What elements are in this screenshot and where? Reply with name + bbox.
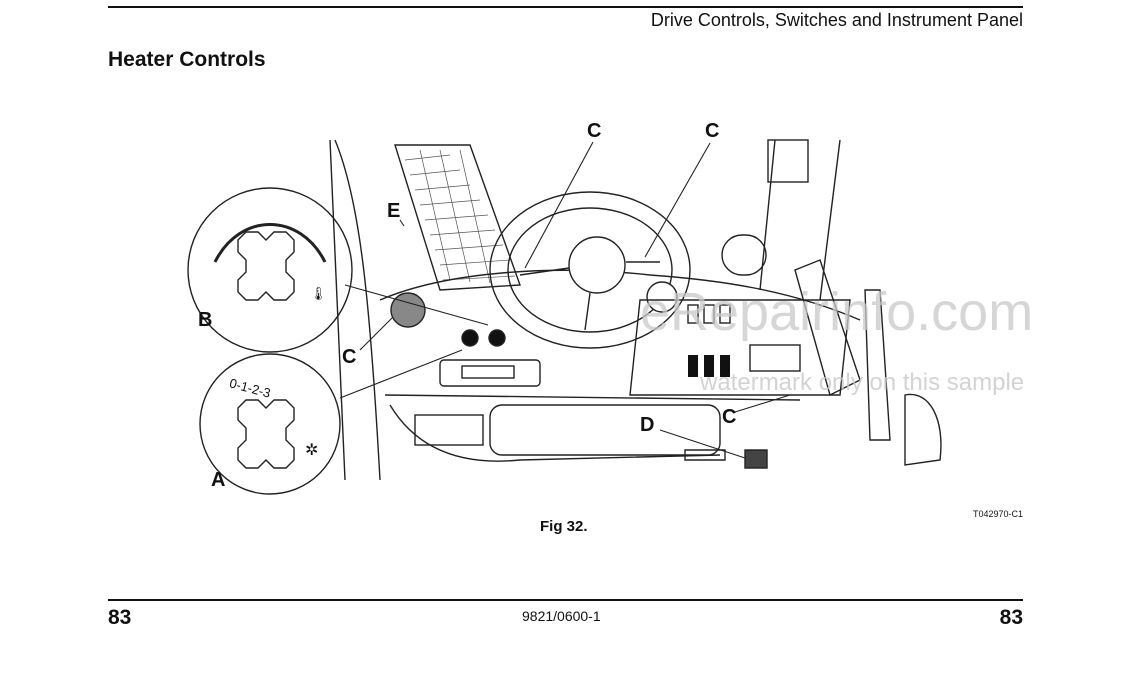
splined-knob-b — [237, 231, 295, 301]
hand-throttle-lever — [794, 259, 861, 397]
heater-knob-right — [488, 329, 506, 347]
gauge — [749, 344, 801, 372]
callout-c-left: C — [342, 346, 356, 368]
switch-d — [744, 449, 768, 469]
page-number-right: 83 — [999, 606, 1023, 629]
leader-lines — [339, 141, 791, 459]
rocker-switches — [688, 355, 730, 377]
callout-d: D — [640, 414, 654, 436]
watermark-sub: watermark only on this sample — [699, 369, 1024, 396]
heater-knob-left — [461, 329, 479, 347]
document-number: 9821/0600-1 — [522, 608, 601, 624]
heater-outlet — [390, 292, 426, 328]
bracket — [767, 139, 809, 183]
dashboard-front — [384, 394, 801, 401]
vent — [414, 414, 484, 446]
glovebox — [489, 404, 721, 456]
switch-panel — [629, 299, 851, 396]
page-heading: Heater Controls — [108, 48, 266, 71]
callout-b: B — [198, 309, 212, 331]
detail-circle-b — [187, 187, 353, 353]
dashboard-lower — [389, 404, 721, 462]
dial-a-scale: 0-1-2-3 — [228, 375, 272, 400]
splined-knob-a — [237, 399, 295, 469]
callout-c-wheel-left: C — [587, 120, 601, 142]
top-rule — [108, 6, 1023, 8]
right-frame — [819, 139, 841, 301]
page-number-left: 83 — [108, 606, 132, 629]
fan-icon: ✲ — [305, 442, 318, 459]
temperature-icon: 🌡 — [310, 286, 327, 301]
left-pillar — [329, 139, 346, 481]
right-pillar — [759, 139, 776, 291]
cup-holder — [721, 234, 767, 276]
callout-c-wheel-right: C — [705, 120, 719, 142]
figure-caption: Fig 32. — [540, 518, 588, 535]
gear-knob — [646, 281, 678, 313]
callout-e: E — [387, 200, 400, 222]
window-panel — [394, 144, 521, 291]
heater-controls-figure: 0-1-2-3 ✲ 🌡 B C A E C C D C eRepairinfo.… — [187, 120, 1033, 495]
steering-wheel-inner — [507, 207, 673, 333]
steering-wheel-outer — [489, 191, 691, 349]
footer-rule — [108, 599, 1023, 601]
section-header: Drive Controls, Switches and Instrument … — [650, 10, 1023, 30]
joystick — [904, 393, 942, 466]
dashboard-top — [379, 269, 861, 321]
figure-code: T042970-C1 — [972, 509, 1023, 519]
steering-hub — [568, 236, 626, 294]
radio — [439, 359, 541, 387]
detail-circle-a — [199, 353, 341, 495]
callout-a: A — [211, 469, 225, 491]
left-pillar-inner — [334, 139, 381, 481]
watermark-main: eRepairinfo.com — [640, 282, 1033, 342]
callout-c-right: C — [722, 406, 736, 428]
